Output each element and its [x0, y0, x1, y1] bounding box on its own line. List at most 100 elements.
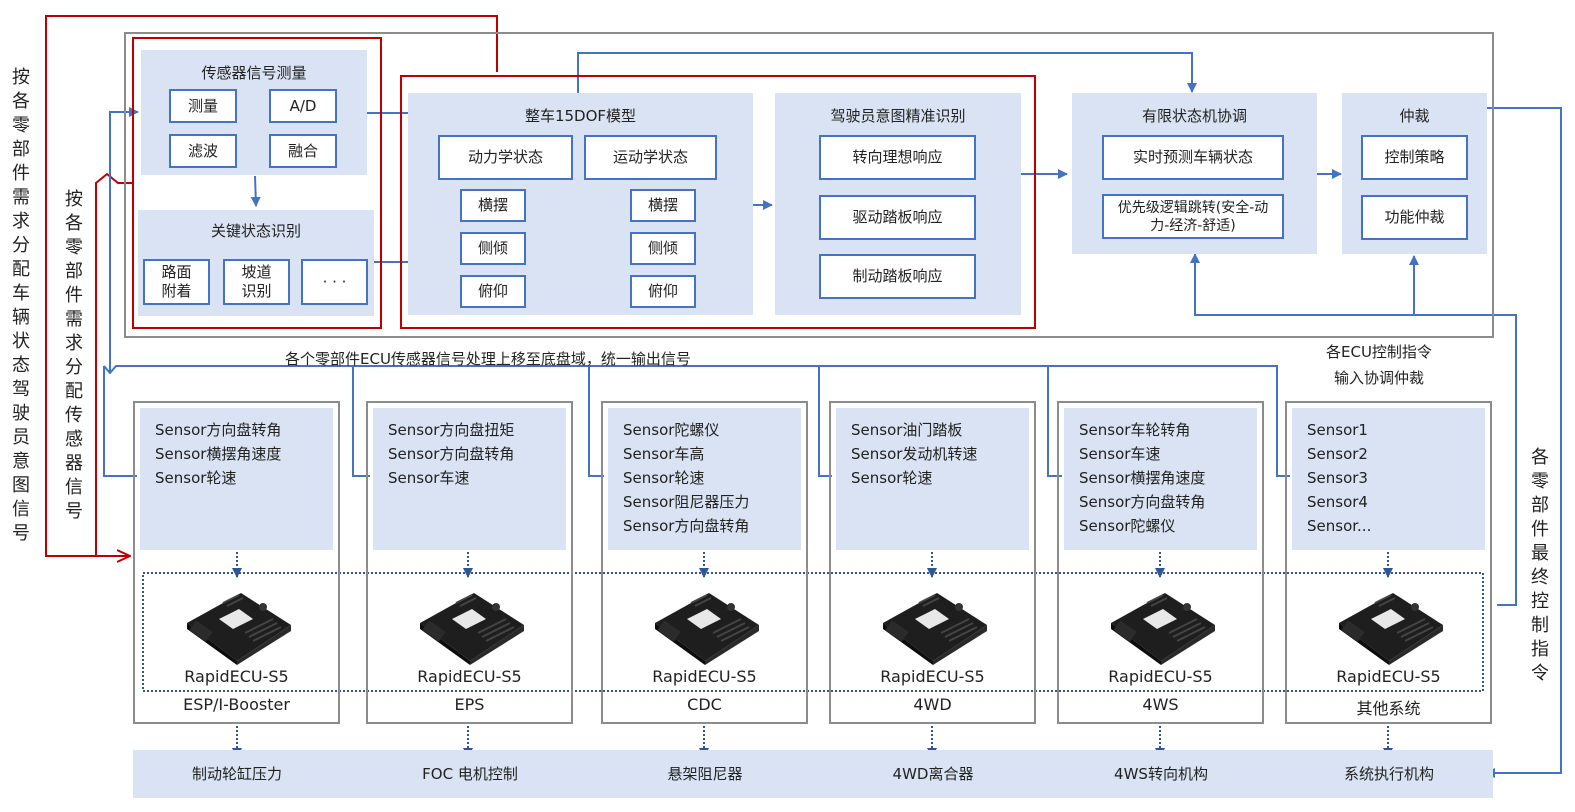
sensor-item: Sensor方向盘转角 [388, 445, 515, 463]
ecu-cmd-note-1: 各ECU控制指令 [1326, 343, 1432, 361]
predict-state-box: 实时预测车辆状态 [1102, 135, 1284, 180]
ecu-model-label: RapidECU-S5 [652, 667, 757, 686]
vehicle-model-title: 整车15DOF模型 [524, 107, 637, 125]
model-intent-red-frame [400, 75, 1036, 329]
actuator-label: 悬架阻尼器 [667, 765, 743, 783]
driver-intent-title: 驾驶员意图精准识别 [830, 107, 966, 125]
ecu-column: Sensor方向盘扭矩 Sensor方向盘转角 Sensor车速 RapidECU-… [366, 401, 573, 724]
sensor-list: Sensor油门踏板 Sensor发动机转速 Sensor轮速 [851, 418, 977, 490]
sensor-item: Sensor方向盘转角 [623, 517, 750, 535]
actuator-band [133, 750, 1493, 798]
sensor-item: Sensor轮速 [623, 469, 705, 487]
ecu-device-icon [879, 585, 991, 665]
red-state-intent-line [45, 15, 498, 556]
slope-detect-box: 坡道识别 [223, 259, 290, 305]
road-adhesion-box: 路面附着 [143, 259, 210, 305]
dyn-pitch-box: 俯仰 [460, 275, 526, 308]
red-sensor-signal-line [95, 172, 132, 556]
steering-response-box: 转向理想响应 [819, 135, 976, 180]
ecu-column: Sensor陀螺仪 Sensor车高 Sensor轮速 Sensor阻尼器压力 Sens… [601, 401, 808, 724]
sensor-list: Sensor方向盘转角 Sensor横摆角速度 Sensor轮速 [155, 418, 281, 490]
sensor-list: Sensor方向盘扭矩 Sensor方向盘转角 Sensor车速 [388, 418, 514, 490]
sensor-item: Sensor车轮转角 [1079, 421, 1191, 439]
ecu-column: Sensor油门踏板 Sensor发动机转速 Sensor轮速 RapidECU-S… [829, 401, 1036, 724]
kinematics-state-box: 运动学状态 [584, 135, 717, 180]
blue-sensor-feedback-line [109, 107, 139, 373]
ecu-model-label: RapidECU-S5 [1108, 667, 1213, 686]
dynamics-state-box: 动力学状态 [438, 135, 573, 180]
ecu-device-icon [1107, 585, 1219, 665]
ecu-device-icon [1335, 585, 1447, 665]
function-arbitration-box: 功能仲裁 [1361, 195, 1468, 240]
dyn-yaw-box: 横摆 [460, 189, 526, 222]
sensor-list-panel: Sensor油门踏板 Sensor发动机转速 Sensor轮速 [836, 408, 1029, 550]
bus-note: 各个零部件ECU传感器信号处理上移至底盘域，统一输出信号 [285, 350, 691, 368]
arbitration-title: 仲裁 [1399, 107, 1430, 125]
control-strategy-box: 控制策略 [1361, 135, 1468, 180]
sensor-item: Sensor发动机转速 [851, 445, 978, 463]
actuator-label: 系统执行机构 [1343, 765, 1434, 783]
accel-pedal-response-box: 驱动踏板响应 [819, 195, 976, 240]
sensor-item: Sensor油门踏板 [851, 421, 963, 439]
label-final-control-commands: 各零部件最终控制指令 [1531, 447, 1549, 684]
ecu-device-icon [183, 585, 295, 665]
sensor-list-panel: Sensor陀螺仪 Sensor车高 Sensor轮速 Sensor阻尼器压力 Sens… [608, 408, 801, 550]
actuator-label: 制动轮缸压力 [191, 765, 282, 783]
ecu-system-label: ESP/I-Booster [183, 695, 290, 714]
sensor-item: Sensor方向盘扭矩 [388, 421, 515, 439]
sensor-item: Sensor方向盘转角 [155, 421, 282, 439]
sensor-item: Sensor陀螺仪 [623, 421, 720, 439]
blue-bus-line [103, 365, 1290, 477]
sensor-measure-title: 传感器信号测量 [201, 64, 307, 82]
sensor-list: Sensor陀螺仪 Sensor车高 Sensor轮速 Sensor阻尼器压力 Sens… [623, 418, 749, 538]
brake-pedal-response-box: 制动踏板响应 [819, 254, 976, 299]
ad-box: A/D [269, 89, 337, 123]
dyn-roll-box: 侧倾 [460, 232, 526, 265]
sensor-processing-red-frame [132, 37, 382, 329]
sensor-item: Sensor车高 [623, 445, 705, 463]
sensor-list: Sensor车轮转角 Sensor车速 Sensor横摆角速度 Sensor方向盘转角… [1079, 418, 1205, 538]
ecu-device-icon [416, 585, 528, 665]
sensor-item: Sensor横摆角速度 [155, 445, 282, 463]
ecu-column: Sensor方向盘转角 Sensor横摆角速度 Sensor轮速 RapidECU-… [133, 401, 340, 724]
actuator-label: 4WD离合器 [892, 765, 974, 783]
sensor-item: Sensor车速 [1079, 445, 1161, 463]
sensor-item: Sensor陀螺仪 [1079, 517, 1176, 535]
actuator-label: FOC 电机控制 [422, 765, 518, 783]
kin-yaw-box: 横摆 [630, 189, 696, 222]
sensor-item: Sensor横摆角速度 [1079, 469, 1206, 487]
ecu-system-label: 4WD [913, 695, 952, 714]
sensor-item: Sensor4 [1307, 493, 1368, 511]
sensor-list-panel: Sensor车轮转角 Sensor车速 Sensor横摆角速度 Sensor方向盘转角… [1064, 408, 1257, 550]
ecu-system-label: 4WS [1142, 695, 1179, 714]
sensor-list-panel: Sensor方向盘转角 Sensor横摆角速度 Sensor轮速 [140, 408, 333, 550]
label-sensor-signal-allocation: 按各零部件需求分配传感器信号 [65, 189, 83, 522]
sensor-item: Sensor轮速 [851, 469, 933, 487]
key-state-title: 关键状态识别 [210, 222, 301, 240]
sensor-item: Sensor轮速 [155, 469, 237, 487]
ecu-model-label: RapidECU-S5 [184, 667, 289, 686]
fusion-box: 融合 [269, 134, 337, 168]
label-vehicle-state-driver-intent: 按各零部件需求分配车辆状态驾驶员意图信号 [12, 67, 30, 544]
sensor-item: Sensor车速 [388, 469, 470, 487]
measure-box: 测量 [169, 89, 237, 123]
ecu-model-label: RapidECU-S5 [880, 667, 985, 686]
kin-roll-box: 侧倾 [630, 232, 696, 265]
ecu-model-label: RapidECU-S5 [1336, 667, 1441, 686]
sensor-item: Sensor阻尼器压力 [623, 493, 750, 511]
sensor-item: Sensor方向盘转角 [1079, 493, 1206, 511]
ecu-device-icon [651, 585, 763, 665]
ecu-column: Sensor车轮转角 Sensor车速 Sensor横摆角速度 Sensor方向盘转角… [1057, 401, 1264, 724]
more-states-box: · · · [301, 259, 368, 305]
sensor-item: Sensor1 [1307, 421, 1368, 439]
sensor-list-panel: Sensor方向盘扭矩 Sensor方向盘转角 Sensor车速 [373, 408, 566, 550]
sensor-item: Sensor... [1307, 517, 1372, 535]
fsm-title: 有限状态机协调 [1141, 107, 1247, 125]
ecu-system-label: 其他系统 [1356, 699, 1421, 718]
ecu-model-label: RapidECU-S5 [417, 667, 522, 686]
sensor-item: Sensor3 [1307, 469, 1368, 487]
kin-pitch-box: 俯仰 [630, 275, 696, 308]
sensor-item: Sensor2 [1307, 445, 1368, 463]
